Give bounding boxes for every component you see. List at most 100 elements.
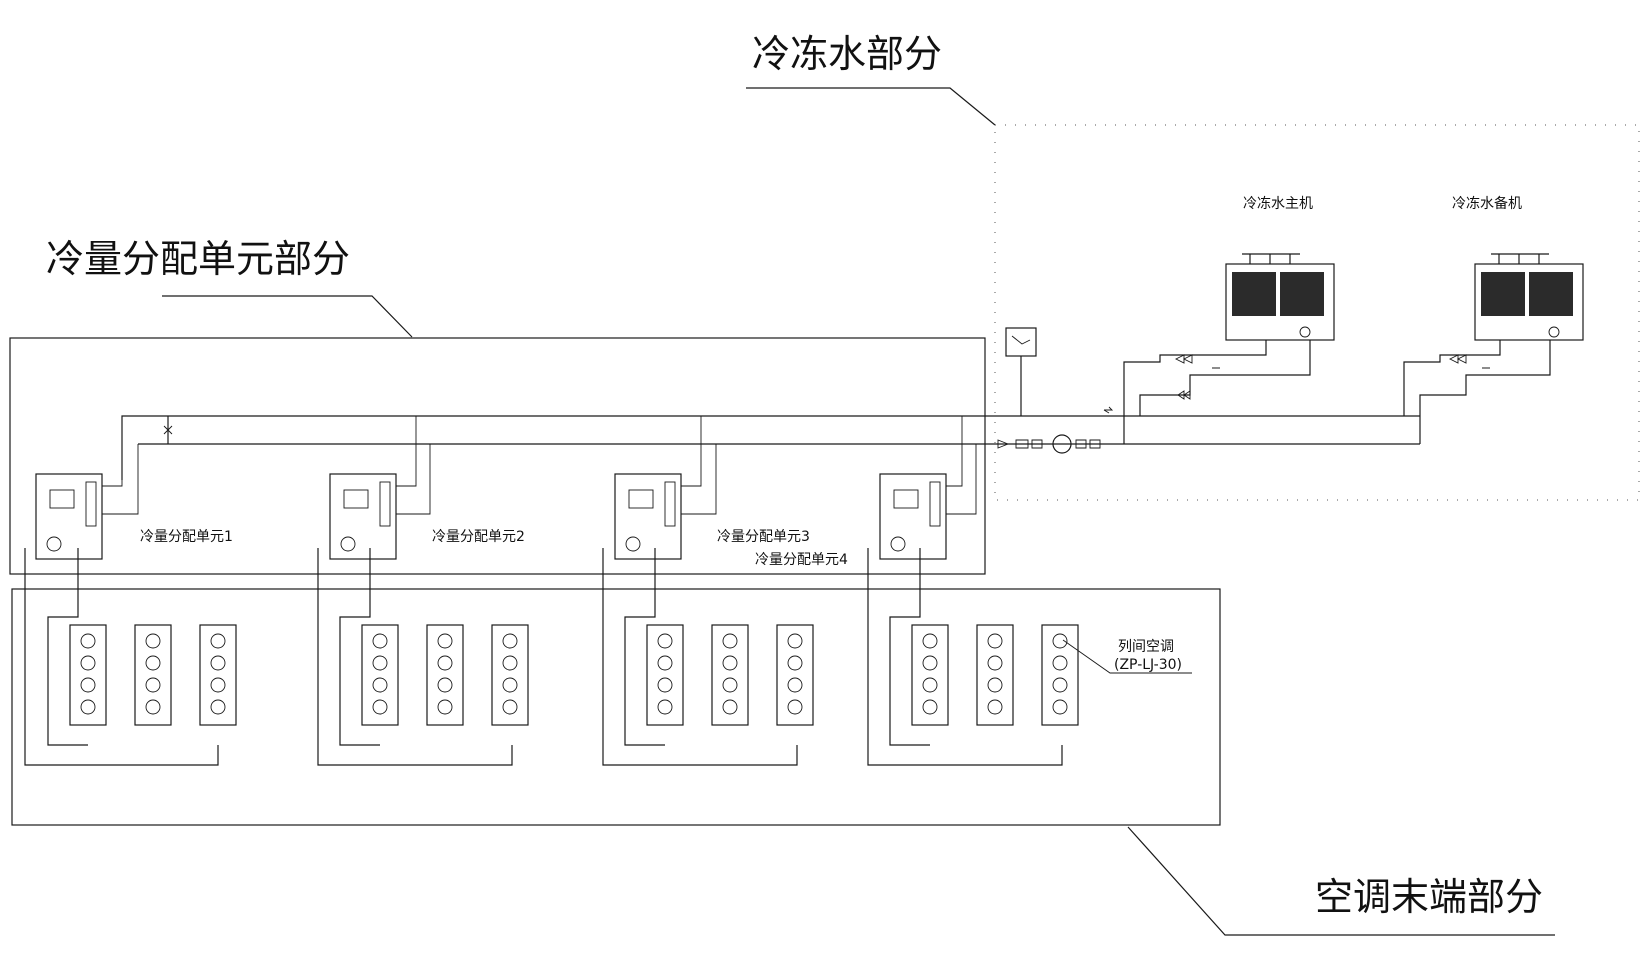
circulation-pump-icon (1052, 434, 1072, 454)
backup-chiller-label: 冷冻水备机 (1452, 195, 1522, 212)
chilled-water-section-title: 冷冻水部分 (752, 32, 942, 76)
fan-icon (922, 677, 938, 693)
cdu-2-exchanger (343, 489, 369, 509)
cdu-4-pump-icon (890, 536, 906, 552)
bypass-valve-icon (163, 425, 173, 435)
fan-icon (1052, 677, 1068, 693)
fan-icon (145, 677, 161, 693)
cdu-1-pump-icon (46, 536, 62, 552)
cdu-leader-line (162, 295, 413, 338)
cdu-2-supply-link (396, 416, 417, 487)
group-3-return-pipe (602, 548, 798, 766)
fan-icon (987, 699, 1003, 715)
row-ac-unit (776, 624, 814, 726)
fan-layer (80, 633, 1068, 715)
group-1-supply-pipe (47, 548, 88, 746)
group-4-supply-pipe (889, 548, 930, 746)
group-2-supply-pipe (339, 548, 380, 746)
main-chiller-unit (1225, 263, 1335, 341)
fan-icon (502, 677, 518, 693)
fan-icon (145, 699, 161, 715)
cdu-4-supply-link (946, 416, 963, 487)
fan-icon (437, 677, 453, 693)
backup-chiller-coil-right (1529, 272, 1573, 316)
row-ac-unit (134, 624, 172, 726)
fan-icon (722, 655, 738, 671)
fan-icon (922, 633, 938, 649)
cdu-4-label: 冷量分配单元4 (755, 552, 848, 568)
fan-icon (787, 677, 803, 693)
fan-icon (787, 655, 803, 671)
fan-icon (987, 677, 1003, 693)
terminal-group-2 (317, 548, 529, 766)
cdu-4-cabinet (879, 473, 947, 560)
fan-icon (210, 655, 226, 671)
backup-chiller-supply-pipe (1403, 340, 1501, 416)
fan-icon (210, 699, 226, 715)
fan-icon (722, 699, 738, 715)
fan-icon (922, 699, 938, 715)
fan-icon (657, 699, 673, 715)
terminal-group-3 (602, 548, 814, 766)
fan-icon (1052, 655, 1068, 671)
fan-icon (657, 655, 673, 671)
terminal-section-frame (11, 588, 1221, 826)
fan-icon (502, 655, 518, 671)
row-ac-unit (646, 624, 684, 726)
flow-arrow-icon (997, 439, 1010, 449)
cdu-3-return-link (681, 444, 717, 515)
cdu-2-pump-icon (340, 536, 356, 552)
fan-icon (372, 677, 388, 693)
fan-icon (80, 677, 96, 693)
header-fittings-icon (1015, 439, 1101, 449)
cdu-2-label: 冷量分配单元2 (432, 529, 525, 545)
fan-icon (722, 633, 738, 649)
fan-icon (1052, 633, 1068, 649)
cdu-3-label: 冷量分配单元3 (717, 529, 810, 545)
fan-icon (657, 677, 673, 693)
cdu-3-exchanger (628, 489, 654, 509)
fan-icon (922, 655, 938, 671)
cdu-3-column (664, 481, 676, 527)
fan-icon (210, 677, 226, 693)
fan-icon (987, 655, 1003, 671)
terminal-unit-name: 列间空调 (1118, 639, 1174, 655)
fan-icon (502, 633, 518, 649)
fan-icon (80, 633, 96, 649)
backup-chiller-return-pipe (1419, 340, 1551, 444)
cdu-section-title: 冷量分配单元部分 (46, 237, 350, 281)
fan-icon (372, 633, 388, 649)
row-ac-unit (1041, 624, 1079, 726)
fan-icon (372, 699, 388, 715)
terminal-section-title: 空调末端部分 (1315, 875, 1543, 919)
cdu-4-return-link (946, 444, 977, 515)
row-ac-unit (976, 624, 1014, 726)
main-chiller-supply-pipe (1123, 340, 1267, 444)
cdu-2-return-link (396, 444, 431, 515)
main-chiller-pump-icon (1299, 326, 1311, 338)
expansion-tank (1005, 327, 1037, 357)
backup-chiller-coil-left (1481, 272, 1525, 316)
cdu-3-cabinet (614, 473, 682, 560)
cdu-4-column (929, 481, 941, 527)
chilled-water-boundary (994, 124, 1640, 501)
terminal-leader-line (1127, 826, 1555, 936)
fan-icon (787, 633, 803, 649)
fan-icon (502, 699, 518, 715)
cdu-1-column (85, 481, 97, 527)
group-3-supply-pipe (624, 548, 665, 746)
fan-icon (80, 699, 96, 715)
tank-symbol-icon (1011, 335, 1031, 345)
cdu-2-cabinet (329, 473, 397, 560)
fan-icon (1052, 699, 1068, 715)
fan-icon (372, 655, 388, 671)
fan-icon (722, 677, 738, 693)
terminal-group-4 (867, 548, 1079, 766)
row-ac-unit (361, 624, 399, 726)
chilled-water-leader-line (746, 87, 996, 126)
fan-icon (80, 655, 96, 671)
fan-icon (987, 633, 1003, 649)
cdu-1-label: 冷量分配单元1 (140, 529, 233, 545)
backup-chiller-unit (1474, 263, 1584, 341)
